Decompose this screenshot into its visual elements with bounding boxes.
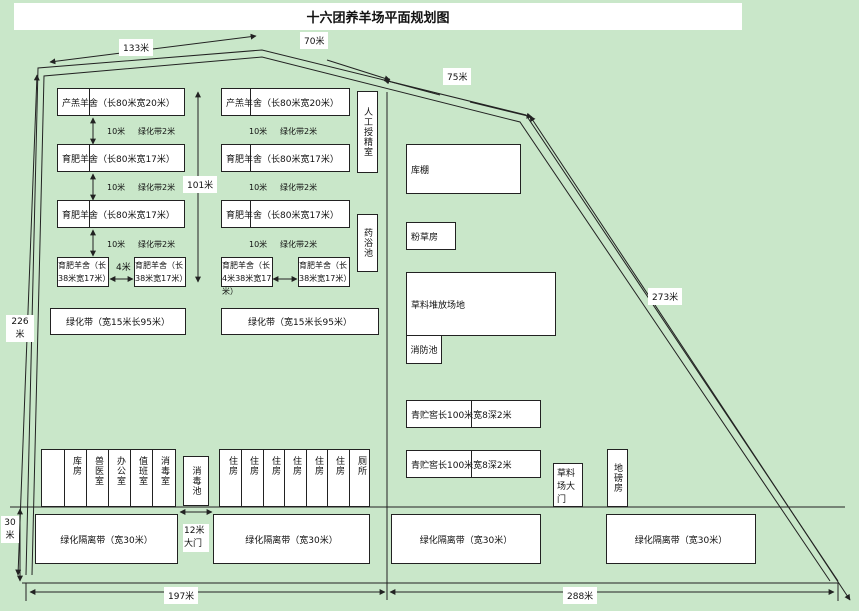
green-belt-right: 绿化带（宽15米长95米） <box>221 308 379 335</box>
gap-note-left-1: 10米 <box>107 127 126 136</box>
room-housing-1: 住房 <box>227 456 237 476</box>
disinfect-pool: 消毒池 <box>183 456 209 506</box>
room-duty: 值班室 <box>137 456 147 486</box>
pen-right-4a: 育肥羊舍（长4米38米宽17米） <box>221 257 273 296</box>
pen-left-4a-label: 育肥羊舍（长38米宽17米） <box>58 261 111 283</box>
gap-note-right-3: 10米 <box>249 240 268 249</box>
green-note-right-3: 绿化带2米 <box>280 240 318 249</box>
silage-pit-1: 青贮窖长100米宽8深2米 <box>406 400 541 428</box>
dim-label-101: 101米 <box>183 176 218 193</box>
pen-right-4b: 育肥羊舍（长38米宽17米） <box>298 257 352 287</box>
shed: 库棚 <box>406 144 521 194</box>
iso-belt-4-label: 绿化隔离带（宽30米） <box>634 535 728 546</box>
silage-pit-2-label: 青贮窖长100米宽8深2米 <box>411 460 512 471</box>
hay-yard-label: 草料堆放场地 <box>411 300 466 311</box>
disinfect-pool-label: 消毒池 <box>190 466 201 496</box>
pen-left-4b: 育肥羊舍（长38米宽17米） <box>134 257 188 287</box>
green-belt-right-label: 绿化带（宽15米长95米） <box>248 318 352 328</box>
pen-right-4b-label: 育肥羊舍（长38米宽17米） <box>299 261 352 283</box>
pen-left-1-label: 产羔羊舍（长80米宽20米） <box>62 98 175 109</box>
pen-right-2: 育肥羊舍（长80米宽17米） <box>221 144 350 172</box>
insemination-room-label: 人工授精室 <box>362 107 372 157</box>
dim-label-288: 288米 <box>563 587 598 604</box>
dim-label-197: 197米 <box>164 587 199 604</box>
iso-belt-3: 绿化隔离带（宽30米） <box>391 514 541 564</box>
fire-pool: 消防池 <box>406 335 442 364</box>
hay-yard-gate: 草料场大门 <box>553 463 583 507</box>
room-housing-3: 住房 <box>270 456 280 476</box>
green-note-left-1: 绿化带2米 <box>138 127 176 136</box>
green-note-left-2: 绿化带2米 <box>138 183 176 192</box>
dim-273 <box>529 115 851 601</box>
pen-right-2-label: 育肥羊舍（长80米宽17米） <box>226 154 339 165</box>
feed-room: 粉草房 <box>406 222 456 250</box>
room-storage: 库房 <box>71 456 81 476</box>
dim-label-226: 226米 <box>6 315 34 342</box>
pen-left-2: 育肥羊舍（长80米宽17米） <box>57 144 185 172</box>
dip-pool: 药浴池 <box>357 214 378 272</box>
dim-70 <box>326 59 391 82</box>
pen-left-4b-label: 育肥羊舍（长38米宽17米） <box>135 261 188 283</box>
pen-right-1: 产羔羊舍（长80米宽20米） <box>221 88 350 116</box>
room-housing-4: 住房 <box>291 456 301 476</box>
iso-belt-2-label: 绿化隔离带（宽30米） <box>245 535 338 546</box>
pen-left-3-label: 育肥羊舍（长80米宽17米） <box>62 210 175 221</box>
fire-pool-label: 消防池 <box>410 346 438 356</box>
gap-note-right-2: 10米 <box>249 183 268 192</box>
room-vet: 兽医室 <box>93 456 103 486</box>
room-housing-2: 住房 <box>248 456 258 476</box>
iso-belt-3-label: 绿化隔离带（宽30米） <box>419 535 513 546</box>
room-disinfect: 消毒室 <box>159 456 169 486</box>
dim-label-133: 133米 <box>119 39 154 56</box>
pen-right-3-label: 育肥羊舍（长80米宽17米） <box>226 210 339 221</box>
green-belt-left-label: 绿化带（宽15米长95米） <box>66 318 170 328</box>
gap-note-right-1: 10米 <box>249 127 268 136</box>
dim-75-right <box>469 101 533 119</box>
insemination-room: 人工授精室 <box>357 91 378 173</box>
pen-left-4a: 育肥羊舍（长38米宽17米） <box>57 257 111 287</box>
silage-pit-2: 青贮窖长100米宽8深2米 <box>406 450 541 478</box>
dim-label-70: 70米 <box>300 32 329 49</box>
hay-yard-gate-label: 草料场大门 <box>557 469 576 505</box>
gap-note-left-2: 10米 <box>107 183 126 192</box>
iso-belt-2: 绿化隔离带（宽30米） <box>213 514 370 564</box>
dim-label-4: 4米 <box>116 263 131 273</box>
scale-room: 地磅房 <box>607 449 628 507</box>
dim-75-left <box>383 78 441 96</box>
room-toilet: 厕所 <box>356 456 366 476</box>
silage-pit-1-label: 青贮窖长100米宽8深2米 <box>411 410 512 421</box>
green-note-right-1: 绿化带2米 <box>280 127 318 136</box>
iso-belt-1-label: 绿化隔离带（宽30米） <box>60 535 153 546</box>
room-housing-5: 住房 <box>313 456 323 476</box>
room-office: 办公室 <box>115 456 125 486</box>
pen-left-3: 育肥羊舍（长80米宽17米） <box>57 200 185 228</box>
dip-pool-label: 药浴池 <box>362 228 372 258</box>
gate-label: 12米大门 <box>183 524 209 552</box>
feed-room-label: 粉草房 <box>411 232 439 243</box>
pen-left-1: 产羔羊舍（长80米宽20米） <box>57 88 185 116</box>
dim-label-273: 273米 <box>648 288 683 305</box>
gap-note-left-3: 10米 <box>107 240 126 249</box>
page-title: 十六团养羊场平面规划图 <box>14 3 742 30</box>
pen-right-3: 育肥羊舍（长80米宽17米） <box>221 200 350 228</box>
left-building-row: 库房 兽医室 办公室 值班室 消毒室 <box>41 449 176 507</box>
room-housing-6: 住房 <box>334 456 344 476</box>
shed-label: 库棚 <box>411 165 430 176</box>
green-note-left-3: 绿化带2米 <box>138 240 176 249</box>
scale-room-label: 地磅房 <box>612 463 622 493</box>
iso-belt-4: 绿化隔离带（宽30米） <box>606 514 756 564</box>
dim-label-30: 30米 <box>1 516 19 543</box>
iso-belt-1: 绿化隔离带（宽30米） <box>35 514 178 564</box>
hay-yard: 草料堆放场地 <box>406 272 556 336</box>
pen-right-1-label: 产羔羊舍（长80米宽20米） <box>226 98 339 109</box>
pen-right-4a-label: 育肥羊舍（长4米38米宽17米） <box>222 261 272 296</box>
pen-left-2-label: 育肥羊舍（长80米宽17米） <box>62 154 175 165</box>
dim-label-75: 75米 <box>443 68 472 85</box>
green-note-right-2: 绿化带2米 <box>280 183 318 192</box>
green-belt-left: 绿化带（宽15米长95米） <box>50 308 186 335</box>
right-building-row: 住房 住房 住房 住房 住房 住房 厕所 <box>219 449 370 507</box>
